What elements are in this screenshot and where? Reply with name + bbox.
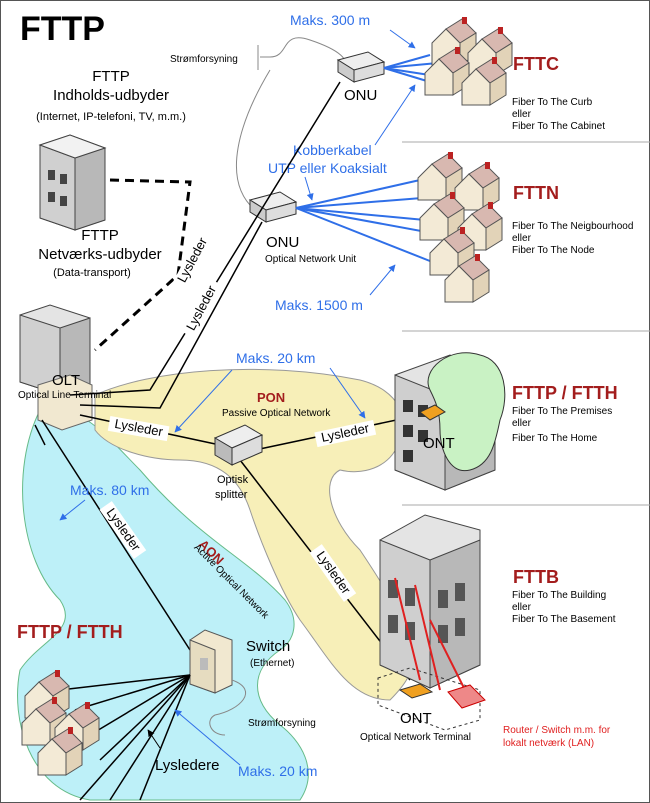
onu-mid-device-icon (248, 191, 298, 223)
ftth-line1: Fiber To The Premises (512, 406, 612, 417)
fttn-name: FTTN (513, 183, 559, 203)
content-provider-title-2: Indholds-udbyder (53, 87, 169, 104)
max-80-arrow (59, 499, 86, 521)
optical-splitter-icon (213, 424, 264, 466)
aon-area (17, 408, 309, 801)
copper-arrow-up (374, 84, 416, 146)
fttc-line3: Fiber To The Cabinet (512, 121, 605, 132)
power-cable-top (257, 37, 347, 71)
power-supply-bottom-label: Strømforsyning (248, 718, 316, 729)
copper-arrow-down (304, 176, 314, 201)
fttb-line2: eller (512, 602, 532, 613)
router-label-2: lokalt netværk (LAN) (503, 738, 594, 749)
ont-premises-label: ONT (423, 435, 455, 452)
copper-label-1: Kobberkabel (293, 142, 372, 158)
network-provider-sub: (Data-transport) (53, 267, 131, 279)
fttb-building-icon (377, 514, 486, 731)
max-20-aon-arrow (174, 709, 241, 766)
fttc-line2: eller (512, 109, 532, 120)
fttn-line1: Fiber To The Neigbourhood (512, 221, 633, 232)
max-1500-label: Maks. 1500 m (275, 297, 363, 313)
fttb-line1: Fiber To The Building (512, 590, 606, 601)
pon-desc: Passive Optical Network (222, 408, 331, 419)
ont-desc: Optical Network Terminal (360, 732, 471, 743)
splitter-line2: splitter (215, 489, 248, 501)
switch-sub: (Ethernet) (250, 658, 294, 669)
max-20-pon-arrow-right (329, 367, 366, 419)
onu-mid-label: ONU (266, 234, 299, 251)
fiber-stub (34, 424, 46, 446)
fttb-line3: Fiber To The Basement (512, 614, 616, 625)
onu-top-label: ONU (344, 87, 377, 104)
network-provider-title-1: FTTP (81, 227, 119, 244)
max-300-arrow (389, 29, 416, 49)
max-80-label: Maks. 80 km (70, 482, 149, 498)
ethernet-switch-icon (189, 629, 233, 694)
onu-desc: Optical Network Unit (265, 254, 356, 265)
ftth-name: FTTP / FTTH (512, 383, 618, 403)
olt-building-icon (19, 304, 93, 431)
ftth-line3: Fiber To The Home (512, 433, 598, 444)
power-cable-bottom (209, 679, 246, 736)
fttn-line3: Fiber To The Node (512, 245, 595, 256)
splitter-line1: Optisk (217, 474, 249, 486)
fttn-houses-icon (417, 151, 503, 303)
max-300-label: Maks. 300 m (290, 12, 370, 28)
fttc-name: FTTC (513, 54, 559, 74)
ftth-aon-title: FTTP / FTTH (17, 622, 123, 642)
ont-building-label: ONT (400, 710, 432, 727)
fttc-line1: Fiber To The Curb (512, 97, 593, 108)
page-title: FTTP (20, 10, 105, 48)
content-provider-title-1: FTTP (92, 68, 130, 85)
fttn-line2: eller (512, 233, 532, 244)
provider-link (93, 178, 192, 352)
content-provider-building-icon (38, 134, 107, 231)
max-20-pon-arrow-left (174, 369, 233, 433)
fiber-to-onu-top (69, 81, 341, 396)
olt-label: OLT (52, 372, 80, 389)
network-provider-title-2: Netværks-udbyder (38, 246, 161, 263)
fibers-arrow (147, 729, 161, 749)
fibers-to-houses (59, 674, 191, 801)
fttc-houses-icon (424, 16, 513, 106)
max-20-pon-label: Maks. 20 km (236, 350, 315, 366)
fiber-to-onu-mid (79, 221, 263, 409)
router-label-1: Router / Switch m.m. for (503, 725, 611, 736)
content-provider-sub: (Internet, IP-telefoni, TV, m.m.) (36, 111, 186, 123)
olt-desc: Optical Line Terminal (18, 390, 111, 401)
max-20-aon-label: Maks. 20 km (238, 763, 317, 779)
pon-name: PON (257, 390, 285, 405)
switch-name: Switch (246, 638, 290, 655)
fibers-label: Lysledere (155, 757, 219, 774)
fiber-to-switch (41, 419, 191, 651)
max-1500-arrow (369, 264, 396, 296)
ftth-line2: eller (512, 418, 532, 429)
power-cable-mid (235, 69, 271, 211)
power-supply-top-label: Strømforsyning (170, 54, 238, 65)
ftth-building-icon (394, 352, 506, 491)
copper-label-2: UTP eller Koaksialt (268, 160, 387, 176)
fttb-name: FTTB (513, 567, 559, 587)
onu-top-device-icon (336, 51, 386, 83)
